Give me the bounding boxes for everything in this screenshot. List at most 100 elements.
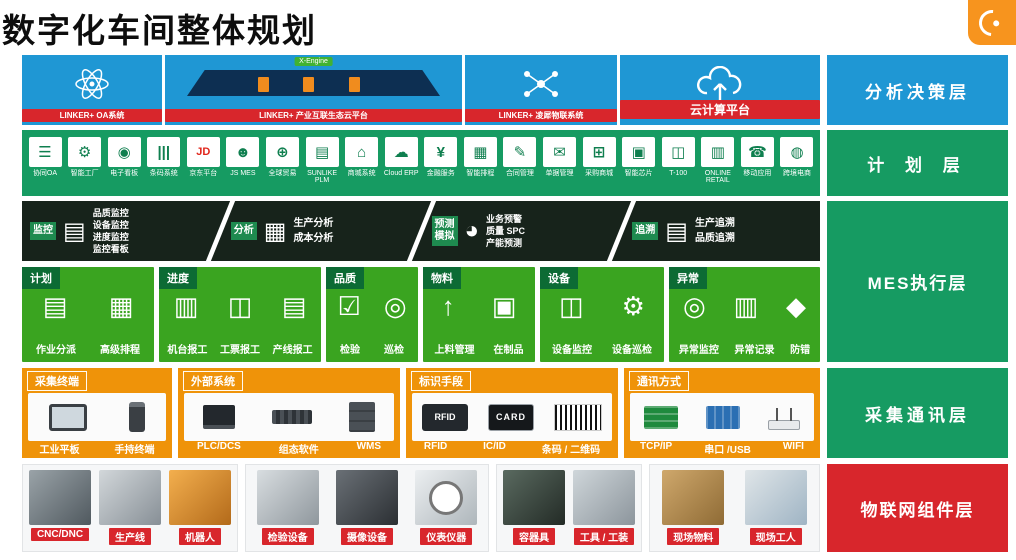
segment-tag: 追溯 xyxy=(632,222,659,240)
tile-caption: LINKER+ 凌犀物联系统 xyxy=(465,109,617,122)
material-module-box: 物料 ↑▣ 上料管理在制品 xyxy=(423,267,535,362)
wms-cabinet-icon xyxy=(349,402,376,432)
quality-module-box: 品质 ☑◎ 检验巡检 xyxy=(326,267,418,362)
item-caption: 生产线 xyxy=(109,528,151,545)
calendar-icon: ▦ xyxy=(108,291,134,321)
planning-app-tile: ⊕ 全球贸易 xyxy=(264,137,300,196)
layer-label-collection: 采集通讯层 xyxy=(827,368,1008,458)
globe-icon: ⊕ xyxy=(265,137,299,167)
tile-label: 凌犀物联系统 xyxy=(535,111,584,120)
module-tag: 计划 xyxy=(22,267,60,289)
tile-caption: LINKER+ 产业互联生态云平台 xyxy=(165,109,462,122)
barcode-icon: ||| xyxy=(147,137,181,167)
barcode-icon xyxy=(554,403,602,431)
item-label: IC/ID xyxy=(483,441,506,452)
pie-chart-icon: ◕ xyxy=(464,217,480,244)
cnc-machine-photo xyxy=(29,470,91,525)
planning-app-tile: ⌂商城系统 xyxy=(344,137,380,196)
analysis-segment: 分析 ▦ 生产分析 成本分析 xyxy=(223,201,419,261)
magnifier-icon: ◎ xyxy=(682,291,706,321)
tools-panel: 容器具 工具 / 工装 xyxy=(496,464,642,552)
terminal-icon: ▥ xyxy=(173,291,199,321)
planning-app-tile: ◉ 电子看板 xyxy=(106,137,142,196)
segment-tag: 预测模拟 xyxy=(431,216,458,246)
tile-label: 产业互联生态云平台 xyxy=(295,111,368,120)
devices-panel: RFID CARD xyxy=(412,393,612,441)
item-label: 检验 xyxy=(340,345,360,356)
factory-platform-illustration xyxy=(187,70,440,96)
layer-labels-column: 分析决策层 计 划 层 MES执行层 采集通讯层 物联网组件层 xyxy=(827,55,1008,552)
app-label: 采购商城 xyxy=(585,170,614,177)
progress-module-box: 进度 ▥◫▤ 机台报工工票报工产线报工 xyxy=(159,267,321,362)
planning-app-tile: |||条码系统 xyxy=(146,137,182,196)
planning-app-tile: ✉单据管理 xyxy=(542,137,578,196)
gauge-dial-icon xyxy=(429,480,464,515)
phone-icon: ☎ xyxy=(740,137,774,167)
tcpip-board-icon xyxy=(644,405,678,429)
item-label: 设备巡检 xyxy=(612,345,652,356)
planning-app-tile: ⊞采购商城 xyxy=(581,137,617,196)
file-icon: ▤ xyxy=(305,137,339,167)
layer-label-iot: 物联网组件层 xyxy=(827,464,1008,552)
item-caption: 机器人 xyxy=(179,528,221,545)
window-icon: ◫ xyxy=(661,137,695,167)
item-label: 高级排程 xyxy=(100,345,140,356)
exception-module-box: 异常 ◎▥◆ 异常监控异常记录防错 xyxy=(669,267,820,362)
app-label: 协同OA xyxy=(32,170,58,177)
module-tag: 进度 xyxy=(159,267,197,289)
equipment-module-box: 设备 ◫⚙ 设备监控设备巡检 xyxy=(540,267,664,362)
module-tag: 异常 xyxy=(669,267,707,289)
item-caption: 容器具 xyxy=(513,528,555,545)
item-label: 监控看板 xyxy=(92,244,129,255)
planning-app-tile: ◫T-100 xyxy=(660,137,696,196)
module-tag: 品质 xyxy=(326,267,364,289)
item-label: 生产追溯 xyxy=(694,218,735,229)
item-label: 成本分析 xyxy=(293,233,334,244)
item-label: 设备监控 xyxy=(552,345,592,356)
iot-components-row: CNC/DNC 生产线 机器人 检验设备 摄像设备 仪表仪器 容器具 工具 / … xyxy=(22,464,820,552)
line-report-icon: ▤ xyxy=(281,291,307,321)
item-label: 巡检 xyxy=(384,345,404,356)
app-label: 商城系统 xyxy=(347,170,376,177)
item-label: 异常监控 xyxy=(678,345,719,356)
item-caption: 检验设备 xyxy=(261,528,314,545)
item-label: 业务预警 xyxy=(486,213,523,224)
item-caption: 现场工人 xyxy=(749,528,802,545)
item-label: 串口 /USB xyxy=(704,445,751,456)
instruments-panel: 检验设备 摄像设备 仪表仪器 xyxy=(245,464,489,552)
item-label: 机台报工 xyxy=(167,345,208,356)
network-nodes-icon xyxy=(524,71,558,97)
item-label: 品质追溯 xyxy=(694,233,735,244)
item-label: 品质监控 xyxy=(92,207,129,218)
app-label: 电子看板 xyxy=(110,170,139,177)
iot-item: 现场物料 xyxy=(662,470,725,545)
calendar-icon: ▦ xyxy=(463,137,497,167)
planning-app-tile: ◍跨境电商 xyxy=(779,137,815,196)
iot-item: 检验设备 xyxy=(256,470,319,545)
box-tag: 标识手段 xyxy=(411,371,471,391)
board-icon: ◉ xyxy=(107,137,141,167)
cloud-icon: ☁ xyxy=(384,137,418,167)
item-label: 作业分派 xyxy=(36,345,76,356)
cloud-upload-icon xyxy=(697,66,742,100)
iot-item: CNC/DNC xyxy=(29,470,91,541)
cloud-platform-tile: X-Engine LINKER+ 产业互联生态云平台 xyxy=(165,55,462,125)
serial-usb-board-icon xyxy=(706,405,740,429)
app-label: 全球贸易 xyxy=(268,170,297,177)
oa-system-tile: LINKER+ OA系统 xyxy=(22,55,162,125)
segment-tag: 监控 xyxy=(30,222,56,240)
inspection-device-photo xyxy=(256,470,319,525)
machines-panel: CNC/DNC 生产线 机器人 xyxy=(22,464,238,552)
planning-app-tile: ☎移动应用 xyxy=(739,137,775,196)
cloud-computing-tile: 云计算平台 xyxy=(620,55,820,125)
tooling-photo xyxy=(573,470,635,525)
x-engine-badge: X-Engine xyxy=(294,57,333,66)
checklist-icon: ☑ xyxy=(337,291,361,321)
feed-arrow-icon: ↑ xyxy=(441,291,455,321)
item-caption: 仪表仪器 xyxy=(420,528,473,545)
item-label: 工业平板 xyxy=(39,445,80,456)
money-icon: ¥ xyxy=(424,137,458,167)
